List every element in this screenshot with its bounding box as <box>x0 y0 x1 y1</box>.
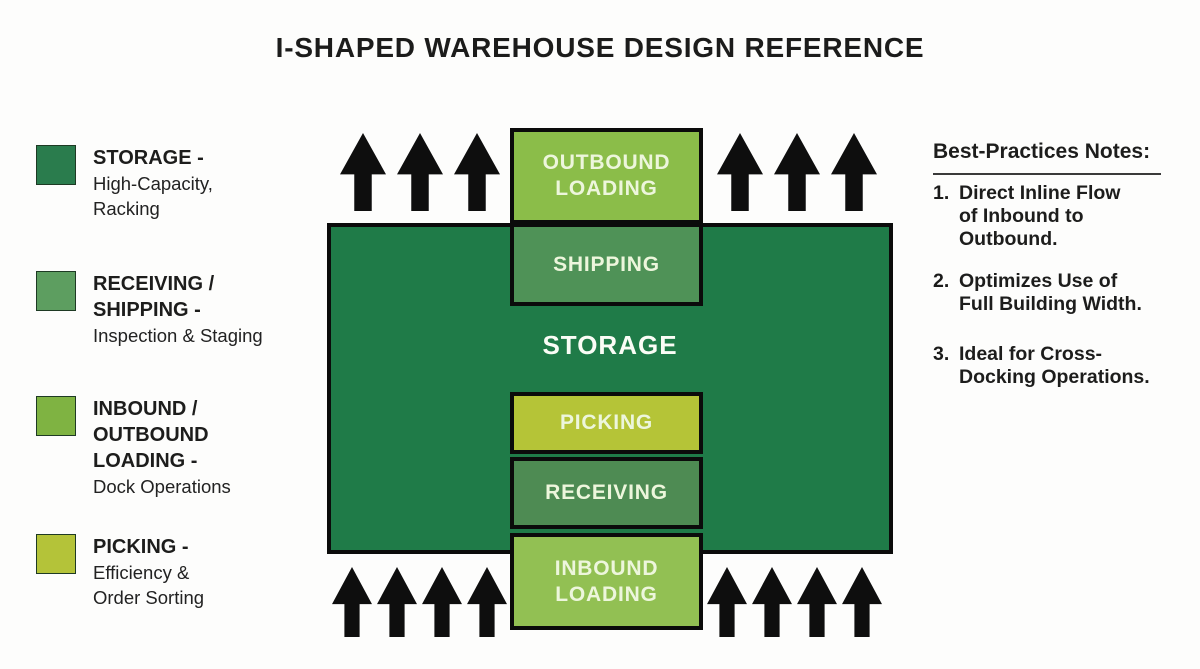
inbound-flow-arrows-left <box>332 567 507 637</box>
legend-item-inbound-outbound-loading: INBOUND / OUTBOUND LOADING - Dock Operat… <box>36 396 323 499</box>
up-arrow-icon <box>467 567 507 637</box>
outbound-loading-label: OUTBOUND LOADING <box>542 151 671 200</box>
inbound-outbound-color-swatch <box>36 396 76 436</box>
picking-zone: PICKING <box>510 392 703 454</box>
up-arrow-icon <box>397 133 443 211</box>
note-text: Optimizes Use of Full Building Width. <box>959 270 1142 315</box>
note-item: 3. Ideal for Cross- Docking Operations. <box>933 343 1150 389</box>
legend-description: Inspection & Staging <box>93 325 263 346</box>
receiving-zone: RECEIVING <box>510 457 703 529</box>
legend-name: RECEIVING / SHIPPING - <box>93 273 215 321</box>
up-arrow-icon <box>377 567 417 637</box>
legend-text: INBOUND / OUTBOUND LOADING - Dock Operat… <box>93 396 323 499</box>
picking-label: PICKING <box>559 411 654 434</box>
up-arrow-icon <box>831 133 877 211</box>
outbound-flow-arrows-left <box>340 133 500 211</box>
notes-divider <box>933 173 1161 175</box>
up-arrow-icon <box>340 133 386 211</box>
note-number: 1. <box>933 182 950 204</box>
legend-name: PICKING - <box>93 536 189 558</box>
inbound-loading-zone: INBOUND LOADING <box>510 533 703 630</box>
outbound-flow-arrows-right <box>717 133 877 211</box>
legend-item-storage: STORAGE - High-Capacity, Racking <box>36 145 323 221</box>
note-text: Direct Inline Flow of Inbound to Outboun… <box>959 182 1121 250</box>
note-item: 1. Direct Inline Flow of Inbound to Outb… <box>933 182 1120 251</box>
legend-name: STORAGE - <box>93 147 204 169</box>
receiving-label: RECEIVING <box>545 481 668 504</box>
inbound-flow-arrows-right <box>707 567 882 637</box>
note-text: Ideal for Cross- Docking Operations. <box>959 343 1150 388</box>
best-practices-notes: Best-Practices Notes: 1. Direct Inline F… <box>933 140 1191 388</box>
up-arrow-icon <box>774 133 820 211</box>
legend-item-picking: PICKING - Efficiency & Order Sorting <box>36 534 323 610</box>
up-arrow-icon <box>797 567 837 637</box>
note-number: 2. <box>933 270 950 292</box>
picking-color-swatch <box>36 534 76 574</box>
receiving-shipping-color-swatch <box>36 271 76 311</box>
up-arrow-icon <box>332 567 372 637</box>
up-arrow-icon <box>717 133 763 211</box>
legend-text: RECEIVING / SHIPPING - Inspection & Stag… <box>93 271 323 348</box>
up-arrow-icon <box>842 567 882 637</box>
storage-zone-label: STORAGE <box>542 330 678 360</box>
shipping-label: SHIPPING <box>553 252 660 276</box>
shipping-zone: SHIPPING <box>510 223 703 306</box>
inbound-loading-label: INBOUND LOADING <box>554 556 659 606</box>
storage-color-swatch <box>36 145 76 185</box>
notes-heading: Best-Practices Notes: <box>933 140 1151 163</box>
note-item: 2. Optimizes Use of Full Building Width. <box>933 270 1142 316</box>
outbound-loading-zone: OUTBOUND LOADING <box>510 128 703 224</box>
up-arrow-icon <box>454 133 500 211</box>
page-title: I-SHAPED WAREHOUSE DESIGN REFERENCE <box>275 32 925 63</box>
up-arrow-icon <box>752 567 792 637</box>
legend-description: High-Capacity, Racking <box>93 173 213 219</box>
up-arrow-icon <box>422 567 462 637</box>
legend-item-receiving-shipping: RECEIVING / SHIPPING - Inspection & Stag… <box>36 271 323 348</box>
up-arrow-icon <box>707 567 747 637</box>
legend-text: PICKING - Efficiency & Order Sorting <box>93 534 323 610</box>
legend-text: STORAGE - High-Capacity, Racking <box>93 145 323 221</box>
legend-description: Dock Operations <box>93 476 231 497</box>
note-number: 3. <box>933 343 950 365</box>
legend-name: INBOUND / OUTBOUND LOADING - <box>93 398 209 472</box>
legend-description: Efficiency & Order Sorting <box>93 562 205 608</box>
